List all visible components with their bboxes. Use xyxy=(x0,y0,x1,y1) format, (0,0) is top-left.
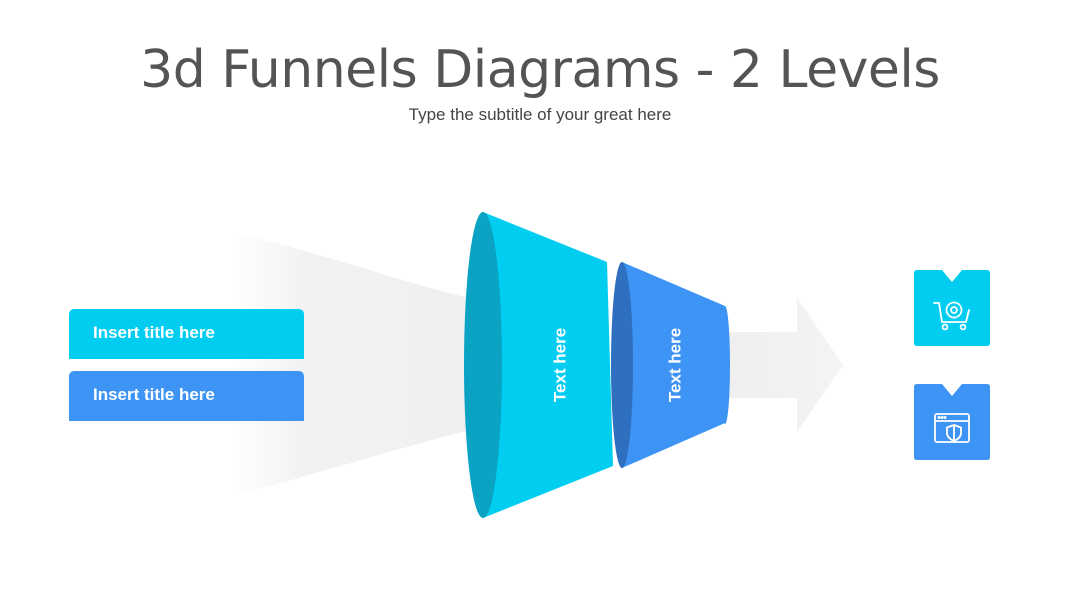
title-label-1: Insert title here xyxy=(69,309,304,359)
funnel-level-1: Text here xyxy=(464,212,613,518)
funnel-level-2-body xyxy=(622,262,725,468)
inflow-shape xyxy=(232,232,470,496)
funnel-level-1-body xyxy=(483,212,613,518)
funnel-level-2-text: Text here xyxy=(665,328,684,402)
icon-card-2 xyxy=(914,384,990,460)
title-label-2: Insert title here xyxy=(69,371,304,421)
browser-shield-icon xyxy=(934,413,970,443)
icon-card-2-shape xyxy=(914,384,990,460)
funnel-level-1-rim xyxy=(464,212,502,518)
icon-card-1 xyxy=(914,270,990,346)
cart-gear-icon xyxy=(933,301,970,331)
slide-title: 3d Funnels Diagrams - 2 Levels xyxy=(140,40,940,100)
funnel-level-2: Text here xyxy=(611,262,730,468)
funnel-level-1-text: Text here xyxy=(550,328,569,402)
funnel-level-2-rim xyxy=(611,262,633,468)
slide-subtitle: Type the subtitle of your great here xyxy=(408,105,672,124)
outflow-arrow xyxy=(728,298,843,432)
icon-card-1-shape xyxy=(914,270,990,346)
funnel-level-2-end xyxy=(720,306,730,424)
